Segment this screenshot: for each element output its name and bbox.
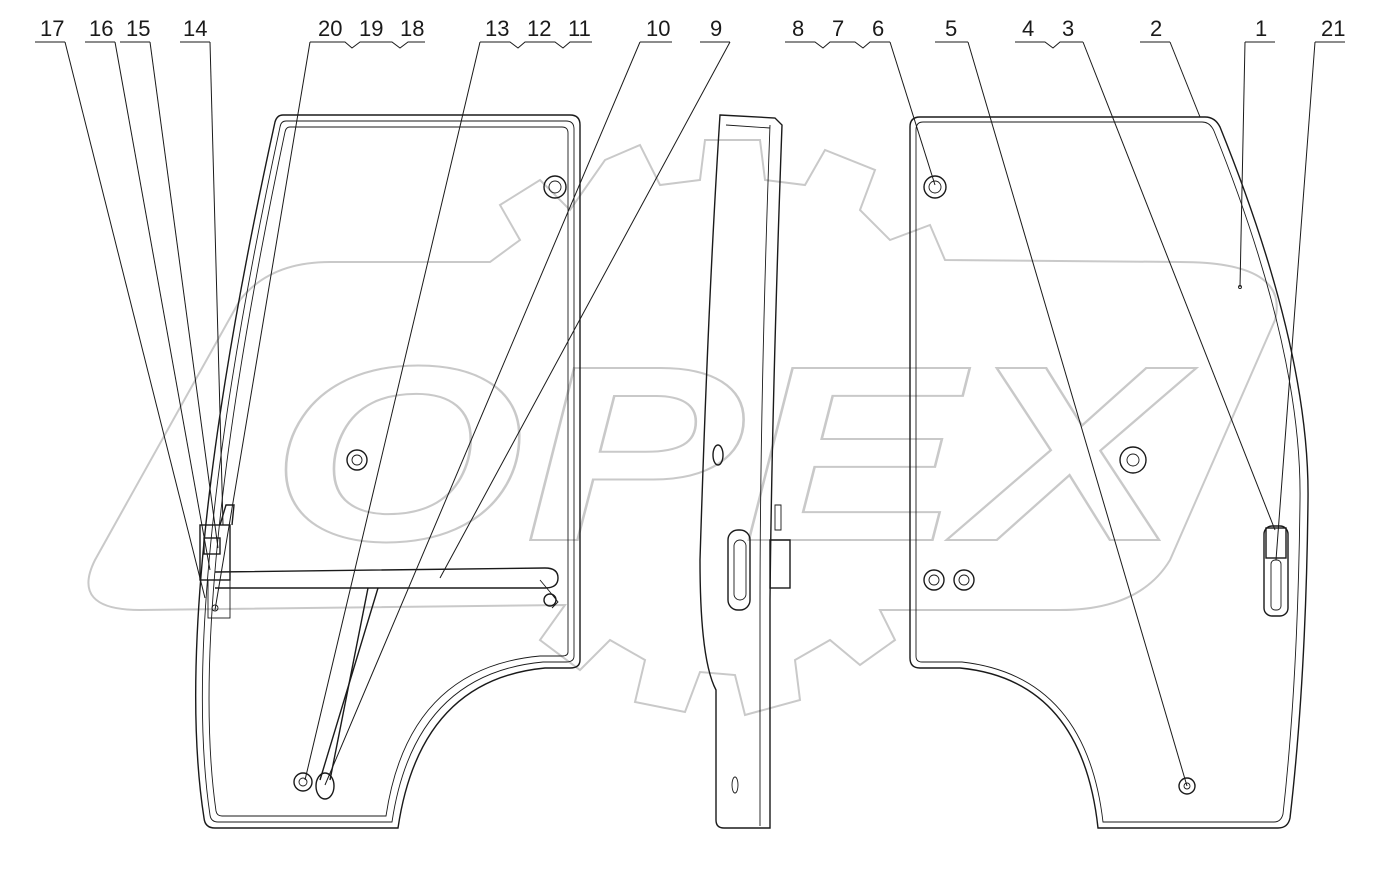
grommet-outer-upper <box>923 175 947 199</box>
guide-rail-2 <box>319 587 379 781</box>
callout-2: 2 <box>1150 16 1162 41</box>
callout-15: 15 <box>126 16 150 41</box>
lock-button <box>203 537 221 555</box>
door-inner-seal <box>201 120 575 823</box>
callout-19: 19 <box>359 16 383 41</box>
side-seal-line <box>759 124 771 826</box>
door-side-outline <box>699 114 783 829</box>
regulator-rod <box>214 567 559 589</box>
callout-21: 21 <box>1321 16 1345 41</box>
door-outer-inner-line <box>915 121 1301 823</box>
door-side-view <box>699 114 791 829</box>
callout-8: 8 <box>792 16 804 41</box>
door-outer-outline <box>909 116 1309 829</box>
callout-20: 20 <box>318 16 342 41</box>
callout-10: 10 <box>646 16 670 41</box>
callout-6: 6 <box>872 16 884 41</box>
callout-14: 14 <box>183 16 207 41</box>
regulator-arm <box>539 579 559 609</box>
leader-lines <box>35 41 1345 787</box>
callout-1: 1 <box>1255 16 1267 41</box>
callout-3: 3 <box>1062 16 1074 41</box>
outer-handle <box>1263 525 1289 617</box>
mirror-mount <box>1119 446 1147 474</box>
callout-16: 16 <box>89 16 113 41</box>
door-inner-panel <box>208 126 569 817</box>
callout-13: 13 <box>485 16 509 41</box>
lock-plate <box>207 579 231 619</box>
grommet-upper <box>543 175 567 199</box>
grommet-lower <box>293 772 313 792</box>
callout-9: 9 <box>710 16 722 41</box>
callout-12: 12 <box>527 16 551 41</box>
callout-17: 17 <box>40 16 64 41</box>
grommet-outer-lower <box>1178 777 1196 795</box>
callouts: 17 16 15 14 20 19 18 13 12 11 10 9 8 7 6… <box>40 16 1345 41</box>
callout-7: 7 <box>832 16 844 41</box>
outer-handle-side <box>727 529 751 611</box>
center-grommet <box>346 449 368 471</box>
callout-5: 5 <box>945 16 957 41</box>
callout-11: 11 <box>568 16 591 41</box>
lock-side <box>769 539 791 589</box>
door-inner-outline <box>195 114 581 829</box>
callout-18: 18 <box>400 16 424 41</box>
watermark: OPEX <box>87 139 1278 717</box>
door-inner-view <box>195 114 581 829</box>
door-outer-view <box>909 116 1309 829</box>
watermark-gear-icon <box>87 139 1278 717</box>
callout-4: 4 <box>1022 16 1034 41</box>
